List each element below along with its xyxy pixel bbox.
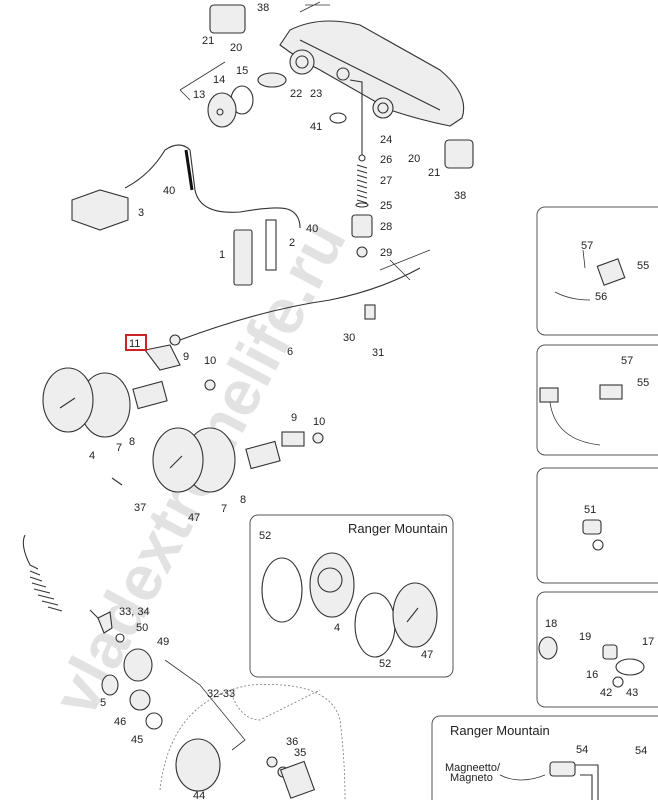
callout: 49: [157, 636, 169, 648]
callout: 40: [163, 185, 175, 197]
callout: 27: [380, 175, 392, 187]
bracket-right: [444, 139, 474, 169]
callout: 32-33: [207, 688, 235, 700]
callout: 33, 34: [119, 606, 150, 618]
callout: 22: [290, 88, 302, 100]
callout: 47: [421, 649, 433, 661]
callout: 20: [230, 42, 242, 54]
callout: 41: [310, 121, 322, 133]
callout: 8: [129, 436, 135, 448]
callout: 29: [380, 247, 392, 259]
wiring-harness: [71, 144, 301, 231]
callout: 30: [343, 332, 355, 344]
adjuster-rod: [349, 79, 373, 258]
callout: 37: [134, 502, 146, 514]
light-lens: [233, 229, 253, 286]
callout: 13: [193, 89, 205, 101]
callout: 38: [257, 2, 269, 14]
callout: 55: [637, 260, 649, 272]
callout: 24: [380, 134, 392, 146]
light-bracket: [265, 219, 277, 271]
callout: 54: [635, 745, 647, 757]
callout: 54: [576, 744, 588, 756]
callout: 46: [114, 716, 126, 728]
callout: 9: [183, 351, 189, 363]
speedometer-gauge: [42, 367, 216, 438]
tachometer-gauge: [111, 427, 324, 493]
callout: 17: [642, 636, 654, 648]
callout: 23: [310, 88, 322, 100]
callout: 2: [289, 237, 295, 249]
callout: 47: [188, 512, 200, 524]
callout: 4: [334, 622, 340, 634]
callout: 57: [621, 355, 633, 367]
callout: 8: [240, 494, 246, 506]
callout: 19: [579, 631, 591, 643]
callout: 9: [291, 412, 297, 424]
callout: 21: [428, 167, 440, 179]
callout: 42: [600, 687, 612, 699]
callout: 4: [89, 450, 95, 462]
callout: 56: [595, 291, 607, 303]
callout: 14: [213, 74, 225, 86]
callout: 38: [454, 190, 466, 202]
speedometer-cable: [144, 249, 431, 371]
bracket-left: [209, 4, 246, 34]
panel-title: Ranger Mountain: [450, 723, 550, 738]
panel-b: [536, 344, 658, 456]
highlight-box: [125, 334, 147, 351]
callout: 43: [626, 687, 638, 699]
callout: 3: [138, 207, 144, 219]
ranger-mountain-gauges-panel: [249, 514, 454, 678]
callout: 10: [204, 355, 216, 367]
callout: 7: [221, 503, 227, 515]
callout: 51: [584, 504, 596, 516]
callout: 35: [294, 747, 306, 759]
callout: 1: [219, 249, 225, 261]
callout: 10: [313, 416, 325, 428]
panel-d: [536, 591, 658, 708]
callout: 11: [129, 338, 140, 350]
magneto-label: Magneto: [450, 772, 493, 784]
callout: 31: [372, 347, 384, 359]
callout: 40: [306, 223, 318, 235]
callouts: 38 21 20 15 14 13 22 23 41 24 26 20 21 2…: [89, 2, 654, 800]
callout: 57: [581, 240, 593, 252]
callout: 25: [380, 200, 392, 212]
callout: 5: [100, 697, 106, 709]
safety-lanyard: [22, 534, 246, 792]
headlight-housing: [279, 1, 465, 127]
panel-a: [536, 206, 658, 336]
callout: 7: [116, 442, 122, 454]
callout: 36: [286, 736, 298, 748]
callout: 55: [637, 377, 649, 389]
callout: 45: [131, 734, 143, 746]
callout: 44: [193, 790, 205, 800]
callout: 52: [259, 530, 271, 542]
ranger-mountain-magneto-panel: [431, 715, 658, 800]
callout: 50: [136, 622, 148, 634]
callout: 6: [287, 346, 293, 358]
callout: 15: [236, 65, 248, 77]
callout: 16: [586, 669, 598, 681]
callout: 52: [379, 658, 391, 670]
bulb: [257, 72, 287, 88]
rubber-cap: [207, 92, 237, 128]
magneto-label: Magneetto/: [445, 762, 501, 774]
clip: [329, 112, 347, 124]
panel-c: [536, 467, 658, 584]
callout: 18: [545, 618, 557, 630]
callout: 26: [380, 154, 392, 166]
callout: 21: [202, 35, 214, 47]
callout: 28: [380, 221, 392, 233]
callout: 20: [408, 153, 420, 165]
panel-title: Ranger Mountain: [348, 521, 448, 536]
switch-block: [266, 756, 316, 799]
